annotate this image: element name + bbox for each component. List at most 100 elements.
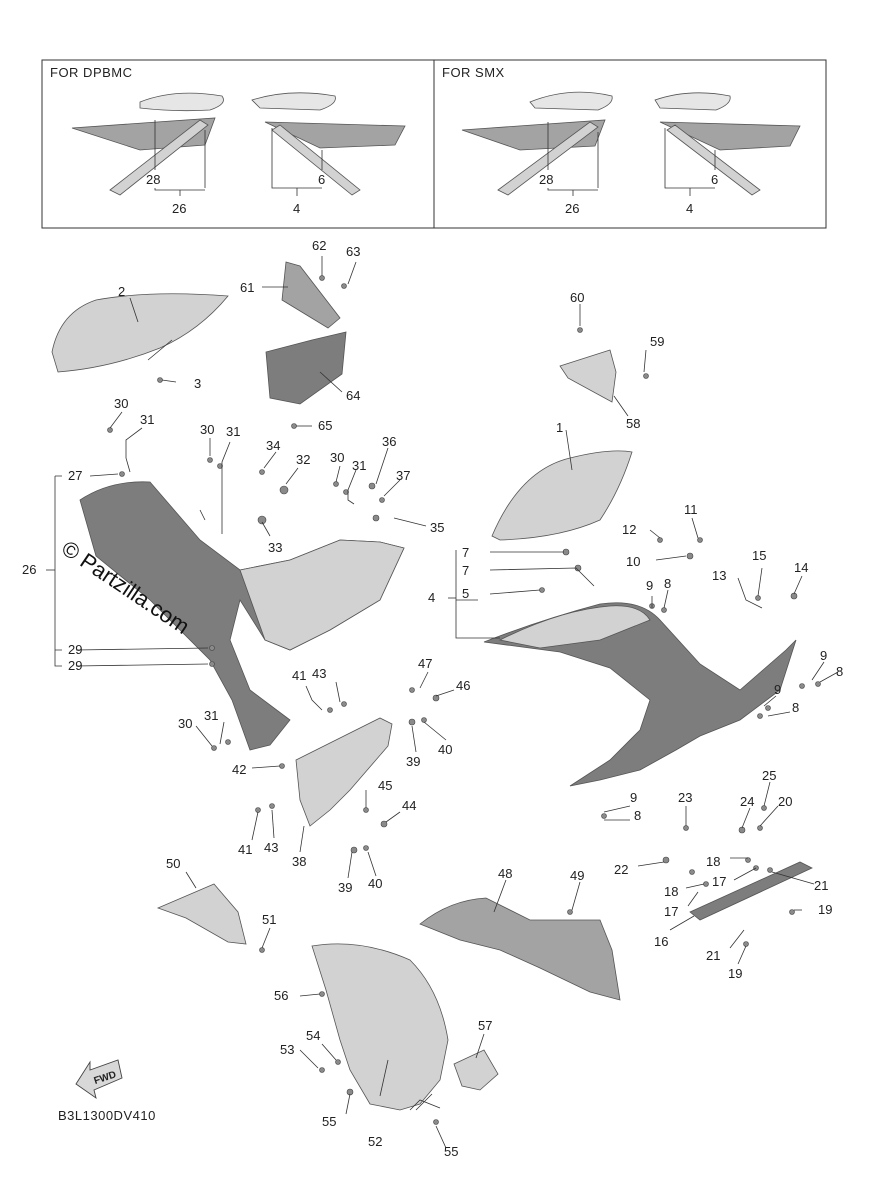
callout-14: 14	[794, 560, 808, 575]
inset-label-dpbmc: FOR DPBMC	[50, 65, 133, 80]
callout-34: 34	[266, 438, 280, 453]
callout-23: 23	[678, 790, 692, 805]
parts-shapes: FWD	[51, 261, 821, 1125]
callout-56: 56	[274, 988, 288, 1003]
callout-6-right: 6	[711, 172, 718, 187]
callout-2: 2	[118, 284, 125, 299]
callout-18-a: 18	[706, 854, 720, 869]
callout-40-a: 40	[438, 742, 452, 757]
callout-33: 33	[268, 540, 282, 555]
under-cowl-52	[311, 943, 449, 1111]
callout-38: 38	[292, 854, 306, 869]
callout-4-right: 4	[686, 201, 693, 216]
callout-29-a: 29	[68, 642, 82, 657]
callout-62: 62	[312, 238, 326, 253]
callout-numbers: 2 3 61 62 63 64 65 60 59 58 1 30 31 30 3…	[22, 238, 843, 1159]
callout-31-d: 31	[204, 708, 218, 723]
lower-cowl-48	[419, 897, 621, 1001]
callout-8-a: 8	[664, 576, 671, 591]
callout-18-b: 18	[664, 884, 678, 899]
callout-26-right: 26	[565, 201, 579, 216]
callout-52: 52	[368, 1134, 382, 1149]
callout-17-a: 17	[712, 874, 726, 889]
callout-10: 10	[626, 554, 640, 569]
inner-panel-64	[265, 331, 347, 405]
callout-30-b: 30	[200, 422, 214, 437]
callout-11: 11	[684, 502, 698, 517]
small-piece-57	[453, 1049, 499, 1091]
callout-3: 3	[194, 376, 201, 391]
side-cowl-left-inner	[239, 539, 405, 651]
callout-20: 20	[778, 794, 792, 809]
callout-27: 27	[68, 468, 82, 483]
callout-31-b: 31	[226, 424, 240, 439]
callout-40-b: 40	[368, 876, 382, 891]
lower-strip-16	[689, 861, 813, 921]
cowl-upper-1	[491, 450, 633, 541]
callout-43-a: 43	[312, 666, 326, 681]
callout-50: 50	[166, 856, 180, 871]
callout-41-a: 41	[292, 668, 306, 683]
callout-4: 4	[428, 590, 435, 605]
callout-49: 49	[570, 868, 584, 883]
hardware-fasteners	[107, 275, 821, 1125]
side-cowl-right-top	[498, 605, 651, 649]
callout-6-left: 6	[318, 172, 325, 187]
callout-37: 37	[396, 468, 410, 483]
callout-5: 5	[462, 586, 469, 601]
callout-28-right: 28	[539, 172, 553, 187]
side-cowl-left	[79, 481, 405, 751]
callout-19-b: 19	[728, 966, 742, 981]
callout-39-b: 39	[338, 880, 352, 895]
callout-24: 24	[740, 794, 754, 809]
callout-39-a: 39	[406, 754, 420, 769]
callout-55-a: 55	[322, 1114, 336, 1129]
callout-25: 25	[762, 768, 776, 783]
decal-side-right	[264, 121, 406, 149]
callout-55-b: 55	[444, 1144, 458, 1159]
callout-7-a: 7	[462, 545, 469, 560]
inner-panel-38	[295, 717, 393, 827]
decal-smx-upper-right	[654, 92, 731, 111]
callout-41-b: 41	[238, 842, 252, 857]
callout-47: 47	[418, 656, 432, 671]
callout-16: 16	[654, 934, 668, 949]
decal-upper-left	[139, 92, 224, 112]
callout-9-c: 9	[774, 682, 781, 697]
callout-30-d: 30	[178, 716, 192, 731]
callout-53: 53	[280, 1042, 294, 1057]
callout-51: 51	[262, 912, 276, 927]
side-cowl-right	[483, 602, 797, 787]
callout-17-b: 17	[664, 904, 678, 919]
callout-61: 61	[240, 280, 254, 295]
decal-stripe-right	[271, 124, 361, 196]
callout-7-b: 7	[462, 563, 469, 578]
callout-31-c: 31	[352, 458, 366, 473]
callout-59: 59	[650, 334, 664, 349]
decal-inset: FOR DPBMC FOR SMX 28 26 6 4 28 26 6 4	[41, 59, 827, 229]
leader-lines	[46, 256, 839, 1149]
callout-30-a: 30	[114, 396, 128, 411]
decal-smx-stripe-right	[666, 124, 761, 196]
small-panel-50	[156, 883, 247, 945]
callout-13: 13	[712, 568, 726, 583]
callout-32: 32	[296, 452, 310, 467]
callout-8-d: 8	[634, 808, 641, 823]
callout-44: 44	[402, 798, 416, 813]
decal-smx-side-right	[659, 121, 801, 151]
callout-22: 22	[614, 862, 628, 877]
callout-4-left: 4	[293, 201, 300, 216]
callout-26: 26	[22, 562, 36, 577]
callout-42: 42	[232, 762, 246, 777]
callout-58: 58	[626, 416, 640, 431]
small-panel-58	[559, 349, 617, 403]
callout-48: 48	[498, 866, 512, 881]
decal-upper-right	[251, 92, 336, 111]
callout-35: 35	[430, 520, 444, 535]
callout-43-b: 43	[264, 840, 278, 855]
callout-12: 12	[622, 522, 636, 537]
callout-29-b: 29	[68, 658, 82, 673]
callout-31-a: 31	[140, 412, 154, 427]
diagram-code: B3L1300DV410	[58, 1108, 156, 1123]
decal-stripe-left	[109, 119, 209, 196]
